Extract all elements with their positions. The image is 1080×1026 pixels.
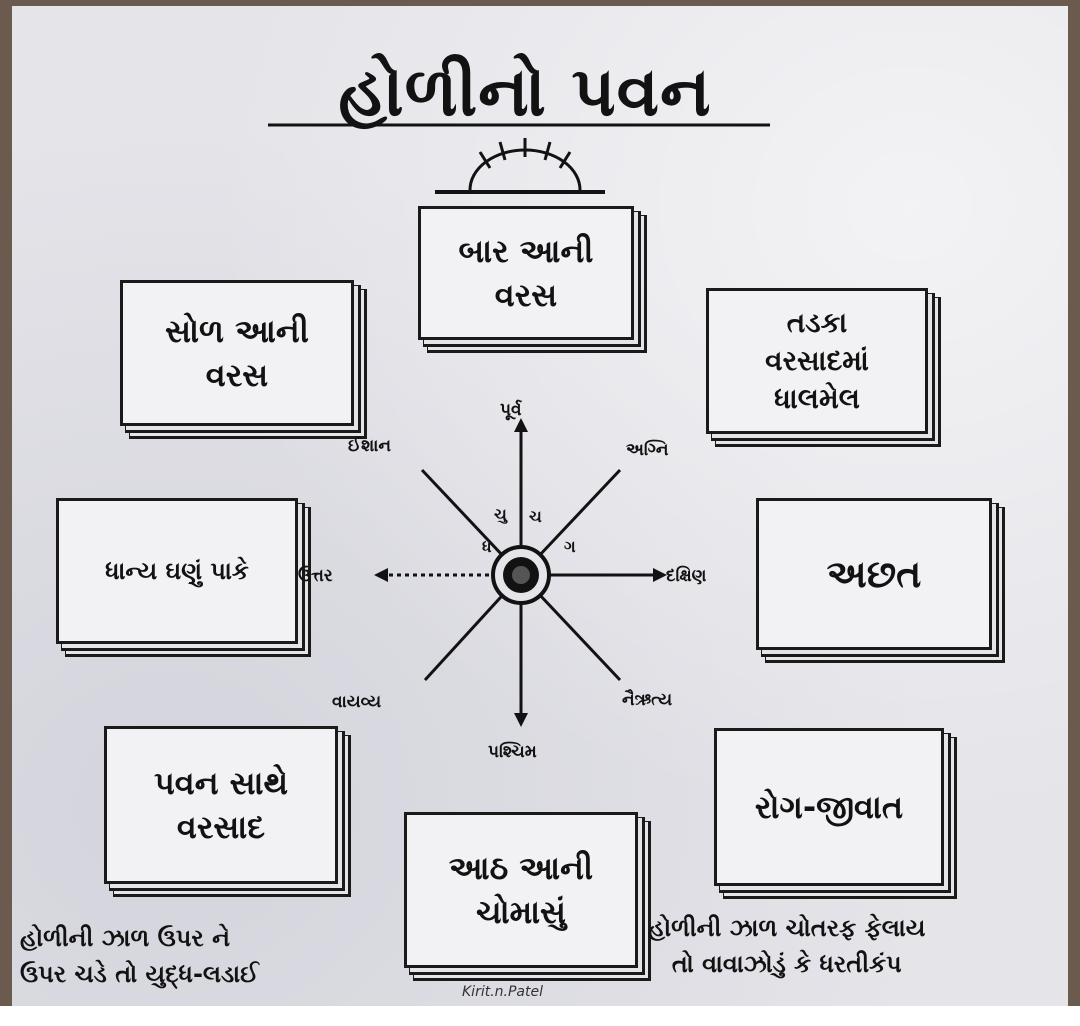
compass-hub [491,545,551,605]
label-north: ઉત્તર [298,566,333,586]
label-southwest: નૈઋત્ય [622,690,673,710]
label-northwest: વાયવ્ય [332,692,382,712]
hub-symbols: ધ ચુ ચ ગ [482,505,576,556]
box-sol-aani-varas: સોળ આનીવરસ [120,280,354,426]
box-rog-jivat: રોગ-જીવાત [714,728,944,886]
svg-text:ધ: ધ [482,537,492,556]
svg-text:ચુ: ચુ [494,505,508,525]
box-bar-aani-varas: બાર આનીવરસ [418,206,634,340]
svg-text:ચ: ચ [529,507,542,526]
label-south: દક્ષિણ [666,566,707,586]
arrowheads [374,418,667,727]
label-west: પશ્ચિમ [488,742,537,762]
box-achhat: અછત [756,498,992,650]
label-northeast: ઈશાન [348,436,392,456]
note-left: હોળીની ઝાળ ઉપર નેઉપર ચડે તો યુદ્ધ-લડાઈ [20,924,259,988]
page-title: હોળીનો પવન [338,53,712,132]
box-pavan-sathe-varsad: પવન સાથેવરસાદ [104,726,338,884]
sun-icon [435,138,605,194]
author-credit: Kirit.n.Patel [462,984,543,1000]
label-southeast: અગ્નિ [626,440,669,460]
box-tadka-varsad: તડકાવરસાદમાંધાલમેલ [706,288,928,434]
svg-text:ગ: ગ [564,537,576,556]
box-dhanya-ghanu-pake: ધાન્ય ઘણું પાકે [56,498,298,644]
bottom-strip [0,1006,1080,1026]
label-east: પૂર્વ [500,400,522,420]
box-aath-aani-chomasu: આઠ આનીચોમાસું [404,812,638,968]
